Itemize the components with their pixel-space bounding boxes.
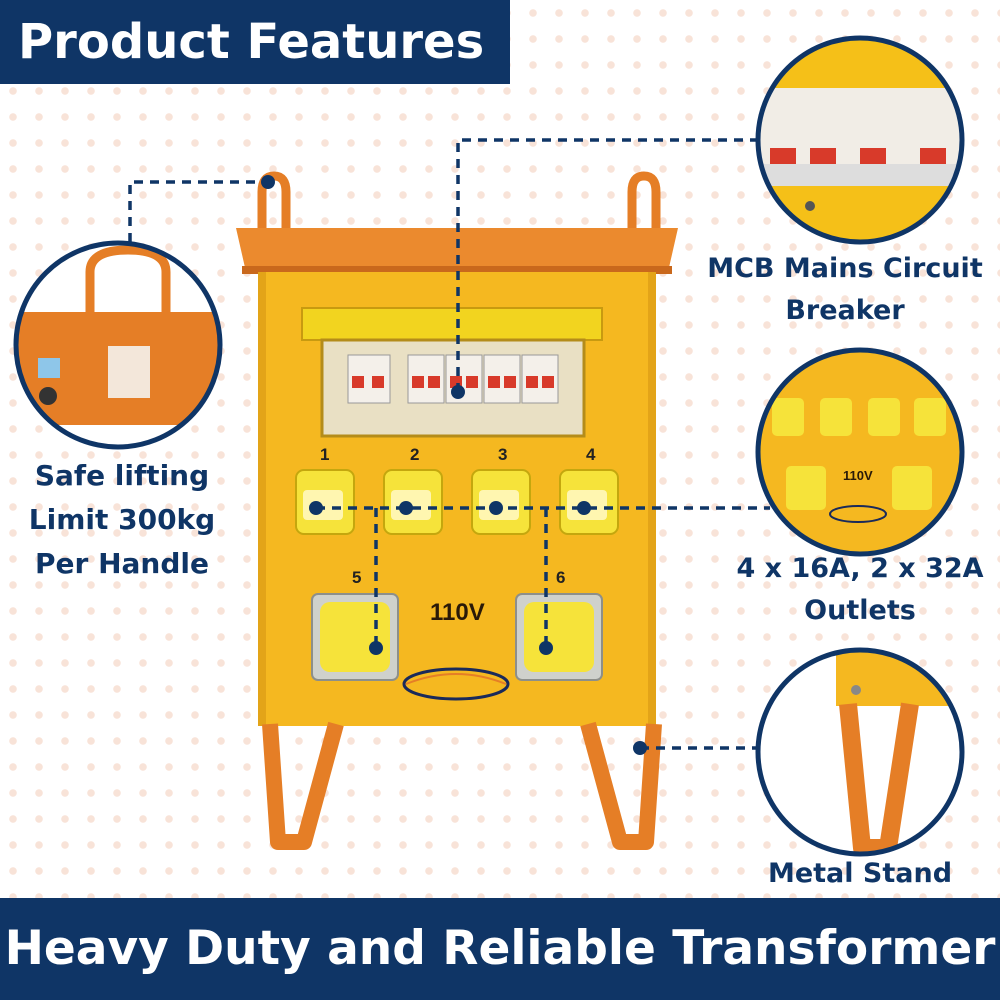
- leader-dots: [261, 175, 647, 755]
- socket-number-3: 3: [498, 445, 507, 464]
- socket-16a-1: [295, 469, 355, 535]
- socket-number-5: 5: [352, 568, 361, 587]
- caption-stand-line-1: Metal Stand: [767, 858, 953, 889]
- footer-banner: Heavy Duty and Reliable Transformer: [0, 898, 1000, 1000]
- caption-mcb-line-2: Breaker: [785, 295, 905, 326]
- caption-lifting: Safe lifting Limit 300kg Per Handle: [14, 454, 230, 586]
- transformer-lid: [236, 228, 678, 272]
- mcb-zoom-circle: [755, 35, 965, 245]
- stand-leg-left: [262, 721, 344, 850]
- brand-logo: [402, 667, 510, 701]
- header-banner: Product Features: [0, 0, 510, 84]
- outlets-zoom-circle: 110V: [755, 347, 965, 557]
- caption-outlets-line-1: 4 x 16A, 2 x 32A: [736, 553, 984, 584]
- stand-leg-right: [580, 721, 662, 850]
- caption-mcb-line-1: MCB Mains Circuit: [707, 253, 983, 284]
- circuit-breakers: [347, 354, 559, 404]
- caption-lifting-line-2: Limit 300kg: [28, 503, 216, 536]
- page-title: Product Features: [18, 14, 485, 70]
- lift-handle-right: [627, 171, 661, 230]
- leader-lines: [128, 138, 770, 750]
- socket-numbers: 1 2 3 4 5 6: [320, 445, 596, 587]
- socket-16a-4: [559, 469, 619, 535]
- socket-number-2: 2: [410, 445, 419, 464]
- voltage-label: 110V: [430, 599, 485, 626]
- stand-zoom-circle: [755, 647, 965, 857]
- socket-number-6: 6: [556, 568, 565, 587]
- caption-lifting-line-3: Per Handle: [35, 547, 209, 580]
- socket-number-1: 1: [320, 445, 329, 464]
- socket-16a-3: [471, 469, 531, 535]
- caption-outlets-line-2: Outlets: [804, 595, 916, 626]
- mcb-panel-cover: [301, 307, 603, 341]
- caption-outlets: 4 x 16A, 2 x 32A Outlets: [724, 548, 996, 632]
- caption-stand: Metal Stand: [740, 854, 980, 894]
- socket-16a-2: [383, 469, 443, 535]
- socket-32a-5: [311, 593, 399, 681]
- socket-32a-6: [515, 593, 603, 681]
- footer-title: Heavy Duty and Reliable Transformer: [4, 921, 996, 976]
- svg-text:110V: 110V: [843, 468, 873, 483]
- caption-lifting-line-1: Safe lifting: [34, 459, 210, 492]
- handle-zoom-circle: [13, 240, 223, 450]
- caption-mcb: MCB Mains Circuit Breaker: [700, 248, 990, 332]
- socket-number-4: 4: [586, 445, 596, 464]
